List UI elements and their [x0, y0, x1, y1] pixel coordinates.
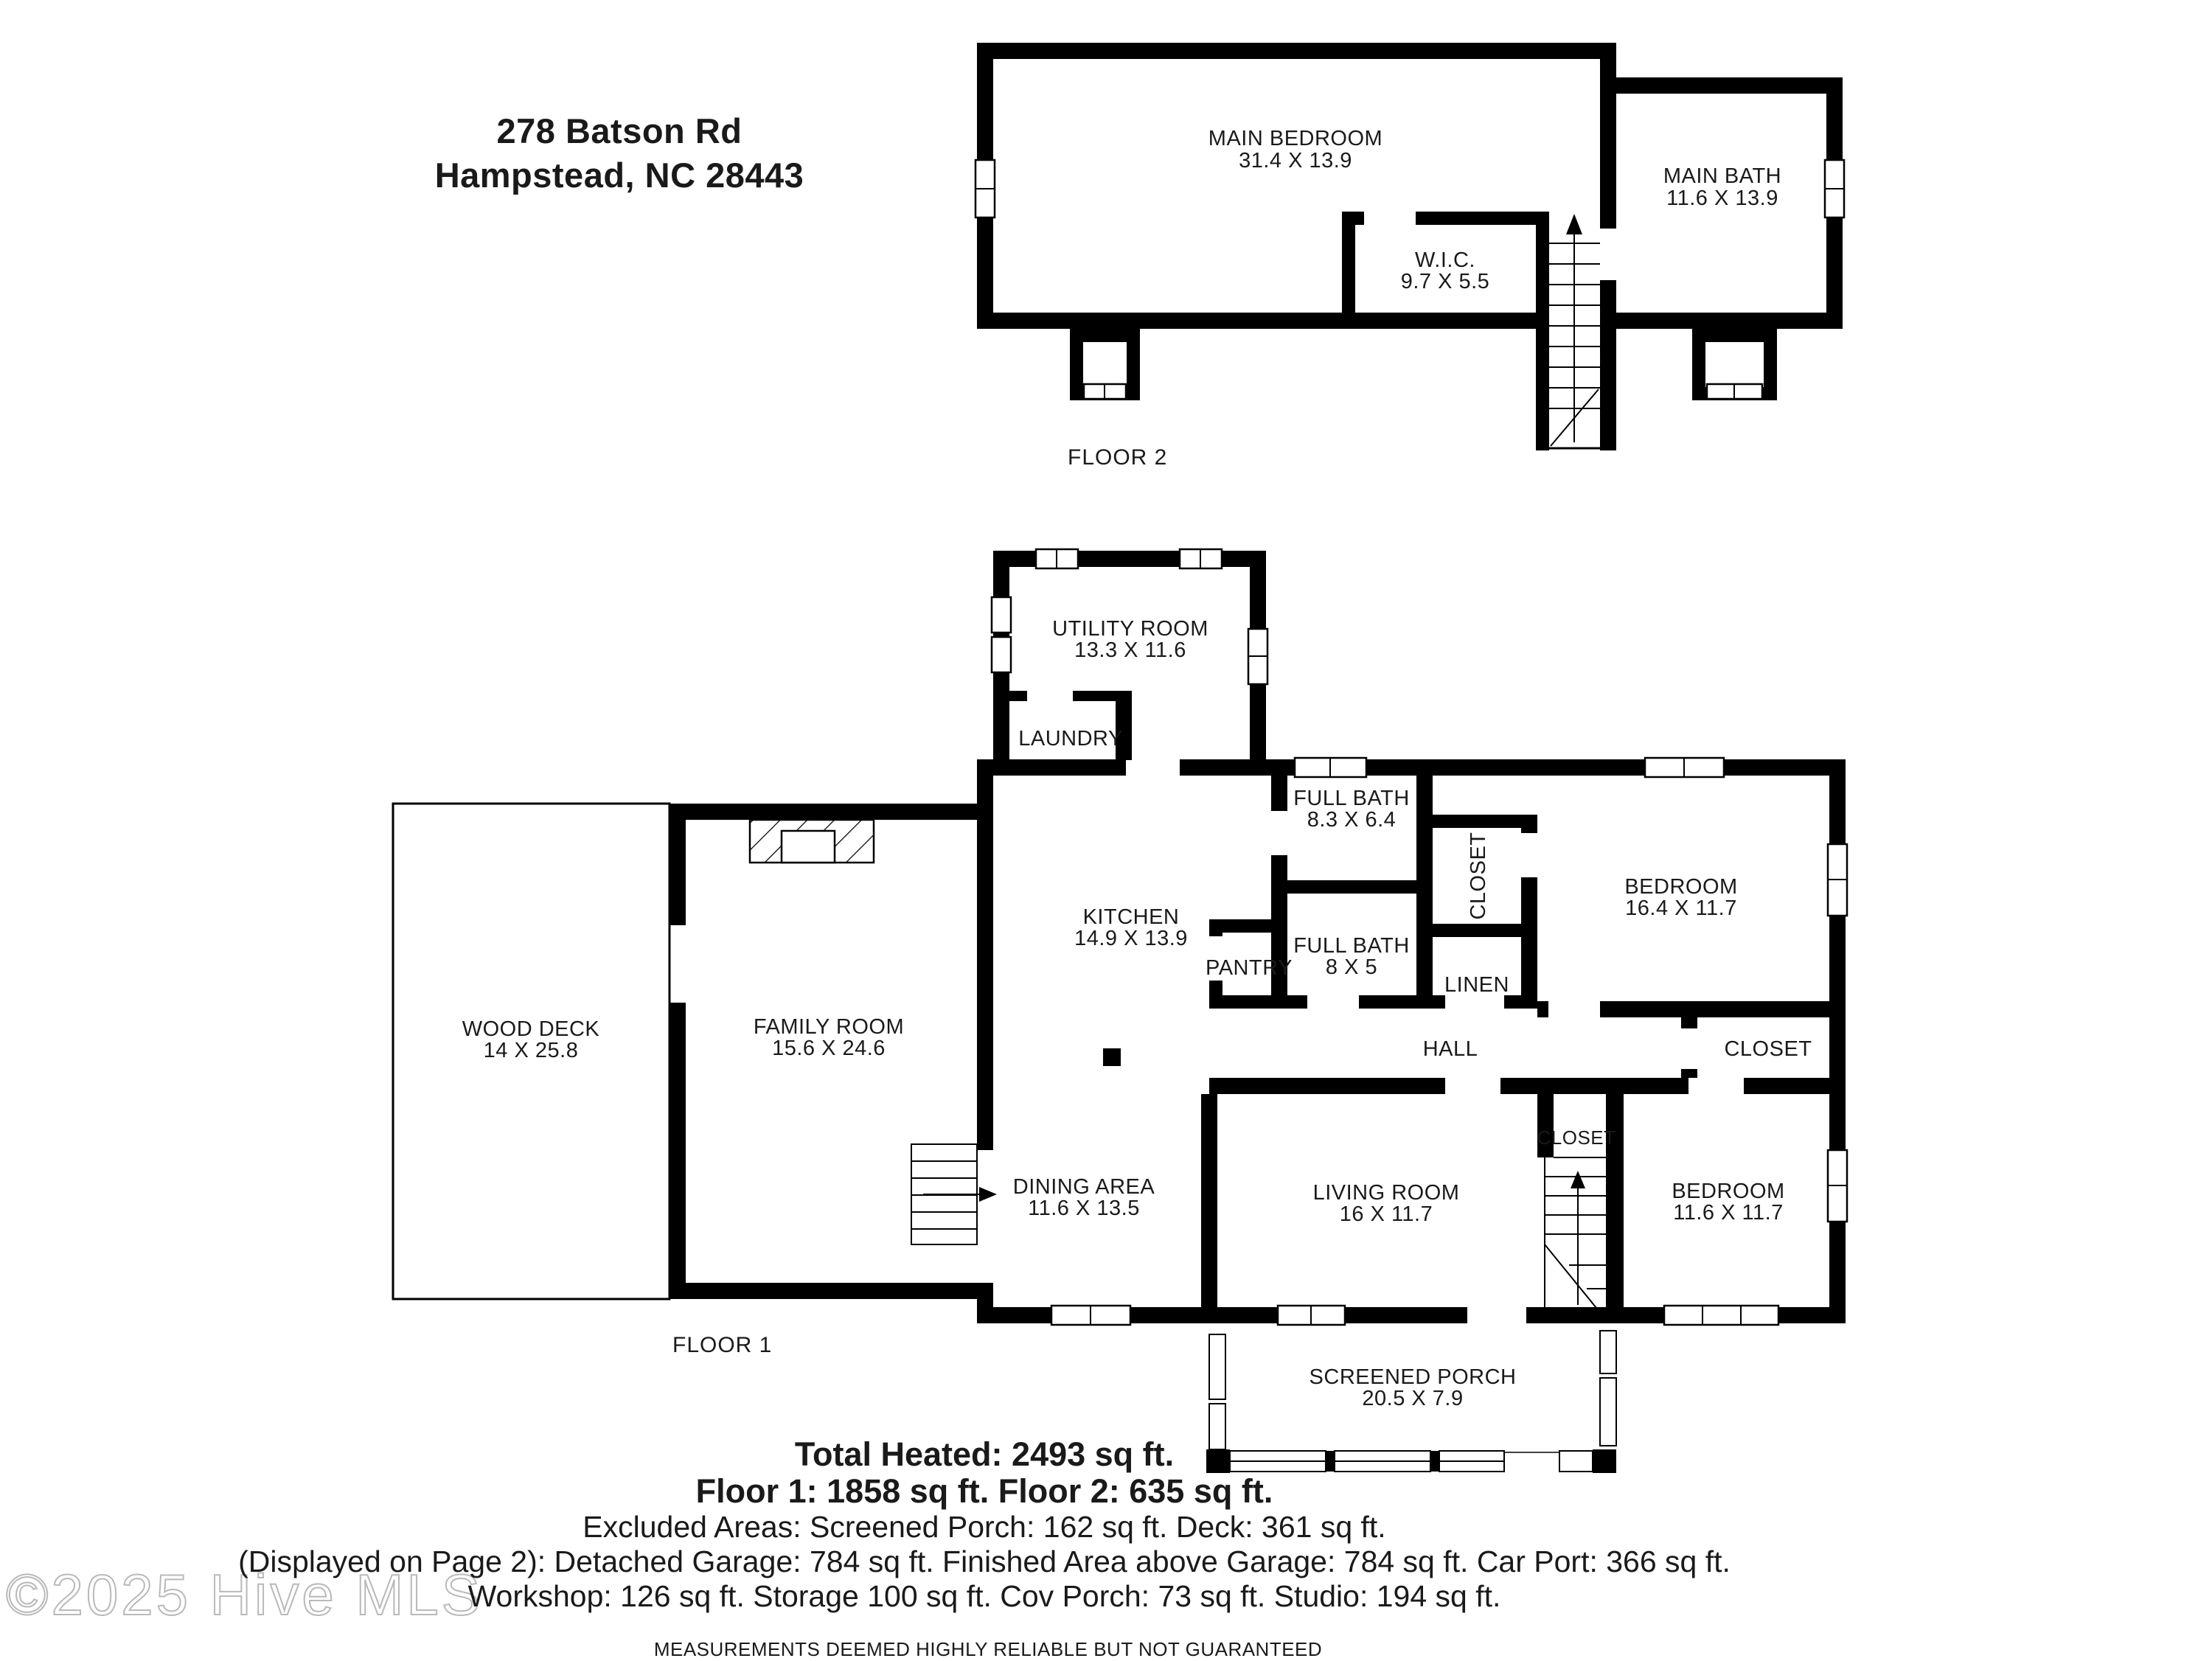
screened-porch — [1206, 1330, 1617, 1473]
summary-total-heated: Total Heated: 2493 sq ft. — [794, 1435, 1175, 1473]
label-family-room-dims: 15.6 X 24.6 — [772, 1037, 886, 1060]
area-summary: Total Heated: 2493 sq ft. Floor 1: 1858 … — [0, 1436, 1969, 1614]
property-address: 278 Batson Rd Hampstead, NC 28443 — [383, 109, 855, 198]
stairs-arrow — [979, 1187, 997, 1202]
label-wic-dims: 9.7 X 5.5 — [1401, 270, 1490, 293]
label-main-bedroom: MAIN BEDROOM — [1208, 127, 1382, 150]
label-hall: HALL — [1423, 1037, 1478, 1061]
label-utility-room-dims: 13.3 X 11.6 — [1074, 638, 1186, 662]
mls-watermark: ©2025 Hive MLS — [5, 1561, 483, 1628]
label-full-bath-lower-dims: 8 X 5 — [1326, 955, 1377, 979]
label-closet-bedroom: CLOSET — [1724, 1037, 1812, 1061]
stairs-up-arrow — [1566, 214, 1582, 234]
label-pantry: PANTRY — [1206, 956, 1293, 980]
hall-closet-stairs — [1544, 1157, 1607, 1322]
stairs-up-arrow — [1571, 1171, 1585, 1188]
label-bedroom-lower-dims: 11.6 X 11.7 — [1673, 1201, 1784, 1225]
floor2-chimneys — [1070, 329, 1777, 400]
floor2-staircase — [1549, 214, 1600, 450]
label-main-bath: MAIN BATH — [1663, 164, 1781, 188]
label-screened-porch: SCREENED PORCH — [1310, 1365, 1517, 1389]
family-room-stairs — [911, 1143, 997, 1245]
label-wood-deck: WOOD DECK — [462, 1017, 600, 1041]
label-living-room-dims: 16 X 11.7 — [1340, 1202, 1433, 1226]
family-room-walls — [669, 804, 993, 1299]
label-dining-area: DINING AREA — [1013, 1175, 1155, 1199]
fireplace — [748, 818, 875, 864]
floor2-tag: FLOOR 2 — [1068, 445, 1167, 470]
main-block-windows — [1050, 756, 1848, 1326]
label-wic: W.I.C. — [1415, 248, 1475, 272]
utility-block-windows — [990, 548, 1269, 686]
address-line2: Hampstead, NC 28443 — [434, 156, 804, 195]
label-main-bath-dims: 11.6 X 13.9 — [1666, 187, 1778, 210]
label-closet-hall: CLOSET — [1467, 832, 1490, 919]
label-living-room: LIVING ROOM — [1313, 1181, 1460, 1205]
label-family-room: FAMILY ROOM — [754, 1015, 904, 1039]
label-closet-stairs: CLOSET — [1537, 1127, 1615, 1149]
label-screened-porch-dims: 20.5 X 7.9 — [1362, 1387, 1463, 1410]
label-laundry: LAUNDRY — [1018, 727, 1123, 751]
summary-page2: (Displayed on Page 2): Detached Garage: … — [238, 1545, 1731, 1578]
label-full-bath-upper-dims: 8.3 X 6.4 — [1307, 808, 1397, 832]
label-kitchen-dims: 14.9 X 13.9 — [1074, 927, 1188, 950]
label-bedroom-upper: BEDROOM — [1624, 875, 1737, 899]
label-linen: LINEN — [1444, 973, 1509, 997]
label-bedroom-lower: BEDROOM — [1672, 1180, 1784, 1203]
label-full-bath-upper: FULL BATH — [1293, 787, 1410, 810]
label-main-bedroom-dims: 31.4 X 13.9 — [1239, 149, 1352, 173]
label-wood-deck-dims: 14 X 25.8 — [484, 1039, 579, 1062]
label-bedroom-upper-dims: 16.4 X 11.7 — [1625, 896, 1737, 920]
label-kitchen: KITCHEN — [1083, 905, 1180, 929]
kitchen-island-post — [1103, 1048, 1121, 1066]
summary-outbuildings: Workshop: 126 sq ft. Storage 100 sq ft. … — [467, 1579, 1501, 1613]
floor2-windows — [974, 159, 1846, 219]
floor1-tag: FLOOR 1 — [672, 1333, 772, 1357]
measurement-disclaimer: MEASUREMENTS DEEMED HIGHLY RELIABLE BUT … — [653, 1638, 1323, 1660]
address-line1: 278 Batson Rd — [496, 111, 742, 150]
main-block-walls — [977, 759, 1846, 1323]
label-utility-room: UTILITY ROOM — [1052, 617, 1208, 641]
label-full-bath-lower: FULL BATH — [1293, 934, 1410, 958]
summary-excluded: Excluded Areas: Screened Porch: 162 sq f… — [582, 1510, 1386, 1544]
wood-deck-outline — [392, 802, 671, 1300]
label-dining-area-dims: 11.6 X 13.5 — [1028, 1197, 1140, 1220]
summary-floors: Floor 1: 1858 sq ft. Floor 2: 635 sq ft. — [695, 1472, 1273, 1510]
